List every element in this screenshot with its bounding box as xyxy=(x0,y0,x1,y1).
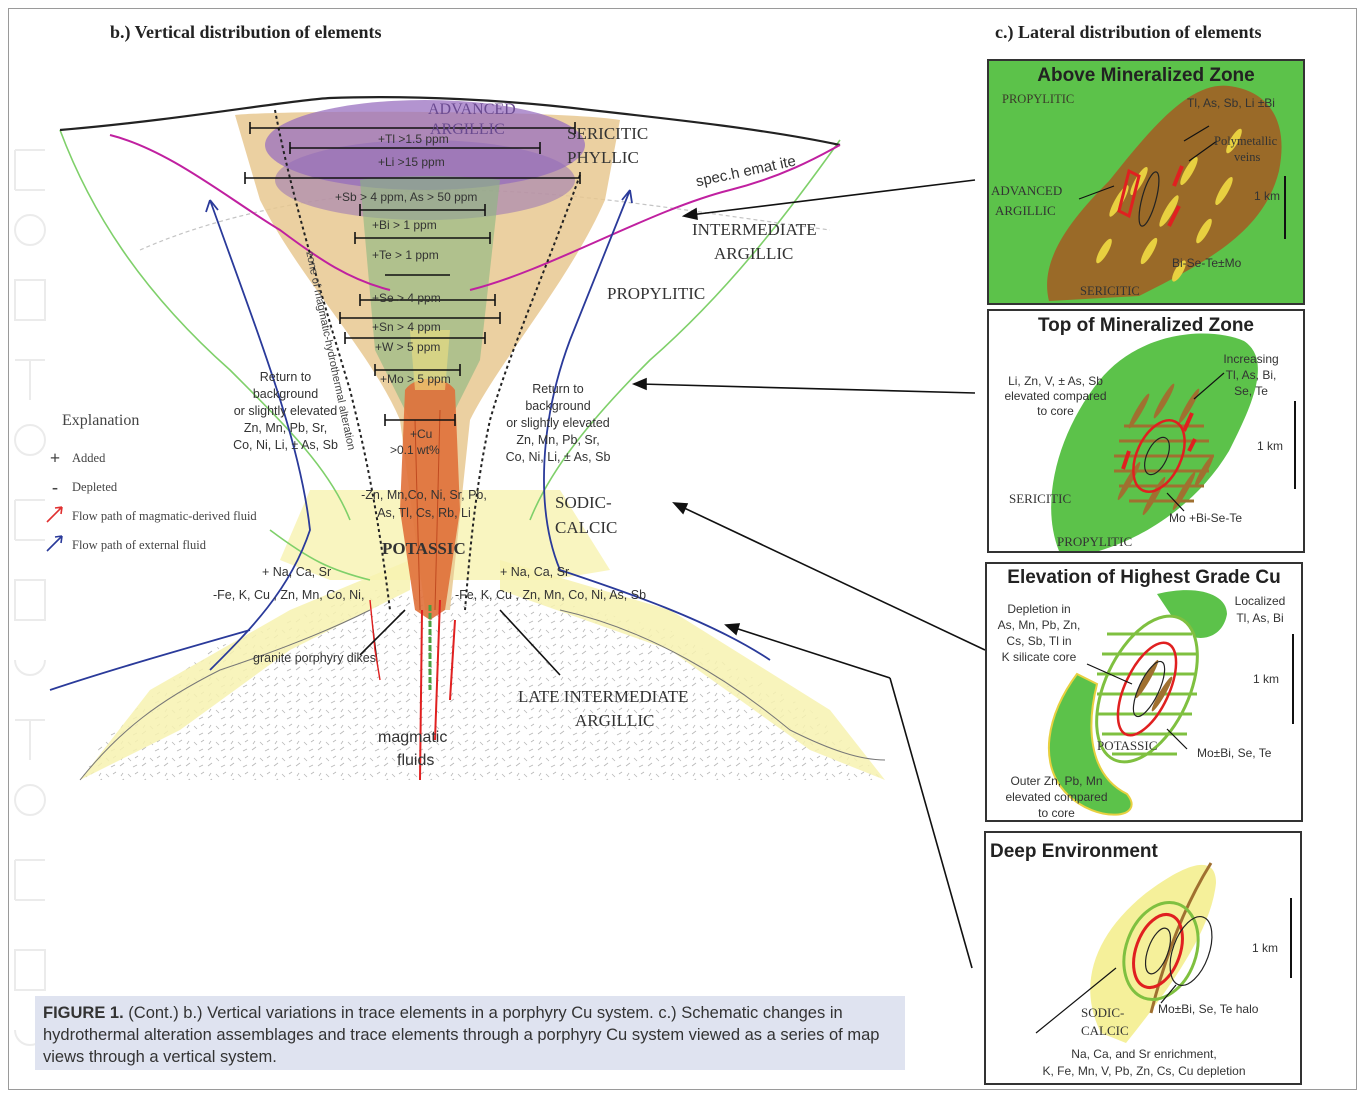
element-te: +Te > 1 ppm xyxy=(372,248,439,263)
legend-added: +Added xyxy=(38,444,257,473)
panel1-poly2: veins xyxy=(1234,149,1260,165)
element-sb: +Sb > 4 ppm, As > 50 ppm xyxy=(335,190,477,205)
panel2-li: Li, Zn, V, ± As, Sb elevated compared to… xyxy=(993,374,1118,419)
minus-symbol: - xyxy=(38,477,72,498)
legend: Explanation +Added -Depleted Flow path o… xyxy=(38,412,257,560)
panel3-depletion: Depletion in As, Mn, Pb, Zn, Cs, Sb, Tl … xyxy=(989,601,1089,665)
label-phyllic: PHYLLIC xyxy=(567,150,639,166)
element-bi: +Bi > 1 ppm xyxy=(372,218,437,233)
label-sericitic: SERICITIC xyxy=(567,126,648,142)
panel3-km: 1 km xyxy=(1253,672,1279,687)
panel2-propylitic: PROPYLITIC xyxy=(1057,534,1132,550)
label-calcic: CALCIC xyxy=(555,520,617,536)
panel1-propylitic: PROPYLITIC xyxy=(1002,91,1074,107)
panel2-km: 1 km xyxy=(1257,439,1283,454)
panel-elevation-highest-grade-cu: Elevation of Highest Grade Cu Depletion … xyxy=(985,562,1303,822)
panel1-poly1: Polymetallic xyxy=(1214,133,1277,149)
red-arrow-icon xyxy=(38,503,72,530)
legend-magmatic: Flow path of magmatic-derived fluid xyxy=(38,502,257,531)
plus-symbol: + xyxy=(38,448,72,469)
label-sodic: SODIC- xyxy=(555,495,612,511)
element-sn: +Sn > 4 ppm xyxy=(372,320,441,335)
panel4-mo: Mo±Bi, Se, Te halo xyxy=(1158,1002,1258,1017)
panel1-sericitic: SERICITIC xyxy=(1080,283,1140,299)
label-advanced: ADVANCED xyxy=(428,102,516,118)
panel4-sodic: SODIC- xyxy=(1081,1005,1124,1021)
left-header: b.) Vertical distribution of elements xyxy=(110,22,382,43)
figure-caption-text: (Cont.) b.) Vertical variations in trace… xyxy=(43,1004,879,1066)
note-left-depleted: -Fe, K, Cu , Zn, Mn, Co, Ni, xyxy=(213,588,364,603)
panel2-increasing: Increasing Tl, As, Bi, Se, Te xyxy=(1211,351,1291,399)
element-cu: +Cu xyxy=(410,427,432,442)
element-tl: +Tl >1.5 ppm xyxy=(378,132,449,147)
element-mo: +Mo > 5 ppm xyxy=(380,372,451,387)
right-header: c.) Lateral distribution of elements xyxy=(995,22,1261,43)
note-left-added: + Na, Ca, Sr xyxy=(262,565,331,580)
panel4-enrichment: Na, Ca, and Sr enrichment, K, Fe, Mn, V,… xyxy=(988,1046,1300,1080)
panel1-adv1: ADVANCED xyxy=(991,183,1062,199)
panel4-calcic: CALCIC xyxy=(1081,1023,1129,1039)
label-propylitic: PROPYLITIC xyxy=(607,286,705,302)
note-right-added: + Na, Ca, Sr xyxy=(500,565,569,580)
note-granite-dikes: granite porphyry dikes xyxy=(253,651,376,666)
panel3-mo: Mo±Bi, Se, Te xyxy=(1197,746,1271,761)
element-se: +Se > 4 ppm xyxy=(372,291,441,306)
element-w: +W > 5 ppm xyxy=(375,340,440,355)
note-fluids: fluids xyxy=(397,753,434,768)
element-li: +Li >15 ppm xyxy=(378,155,445,170)
panel4-title: Deep Environment xyxy=(990,841,1158,863)
note-return-right: Return to background or slightly elevate… xyxy=(488,381,628,466)
panel1-title: Above Mineralized Zone xyxy=(989,65,1303,87)
panel2-mo: Mo +Bi-Se-Te xyxy=(1169,511,1242,526)
panel-deep-environment: Deep Environment 1 km SODIC- CALCIC Mo±B… xyxy=(984,831,1302,1085)
panel3-title: Elevation of Highest Grade Cu xyxy=(987,567,1301,589)
label-late-intermediate: LATE INTERMEDIATE xyxy=(518,689,688,705)
panel3-localized: Localized Tl, As, Bi xyxy=(1225,593,1295,627)
panel1-km: 1 km xyxy=(1254,189,1280,204)
figure-caption: FIGURE 1. (Cont.) b.) Vertical variation… xyxy=(35,996,905,1070)
panel2-map xyxy=(989,311,1305,553)
panel-above-mineralized-zone: Above Mineralized Zone PROPYLITIC Tl, As… xyxy=(987,59,1305,305)
panel3-outer: Outer Zn, Pb, Mn elevated compared to co… xyxy=(989,773,1124,821)
label-potassic: POTASSIC xyxy=(382,541,466,557)
panel-top-of-mineralized-zone: Top of Mineralized Zone Increasing Tl, A… xyxy=(987,309,1305,553)
panel3-potassic: POTASSIC xyxy=(1097,738,1157,754)
figure-label: FIGURE 1. xyxy=(43,1004,124,1022)
blue-arrow-icon xyxy=(38,532,72,559)
element-cu-grade: >0.1 wt% xyxy=(390,443,440,458)
panel2-sericitic: SERICITIC xyxy=(1009,491,1071,507)
note-magmatic: magmatic xyxy=(378,730,447,745)
panel2-title: Top of Mineralized Zone xyxy=(989,315,1303,337)
panel4-km: 1 km xyxy=(1252,941,1278,956)
label-intermediate-argillic: ARGILLIC xyxy=(714,246,793,262)
legend-depleted: -Depleted xyxy=(38,473,257,502)
panel1-adv2: ARGILLIC xyxy=(995,203,1056,219)
panel1-elements: Tl, As, Sb, Li ±Bi xyxy=(1187,96,1275,111)
note-right-depleted: -Fe, K, Cu , Zn, Mn, Co, Ni, As, Sb xyxy=(455,588,646,603)
label-intermediate: INTERMEDIATE xyxy=(692,222,817,238)
panel1-bise: Bi-Se-Te±Mo xyxy=(1172,256,1241,271)
legend-title: Explanation xyxy=(62,412,257,430)
note-center-depleted: -Zn, Mn,Co, Ni, Sr, Pb, As, Tl, Cs, Rb, … xyxy=(344,486,504,522)
label-late-argillic: ARGILLIC xyxy=(575,713,654,729)
legend-external: Flow path of external fluid xyxy=(38,531,257,560)
